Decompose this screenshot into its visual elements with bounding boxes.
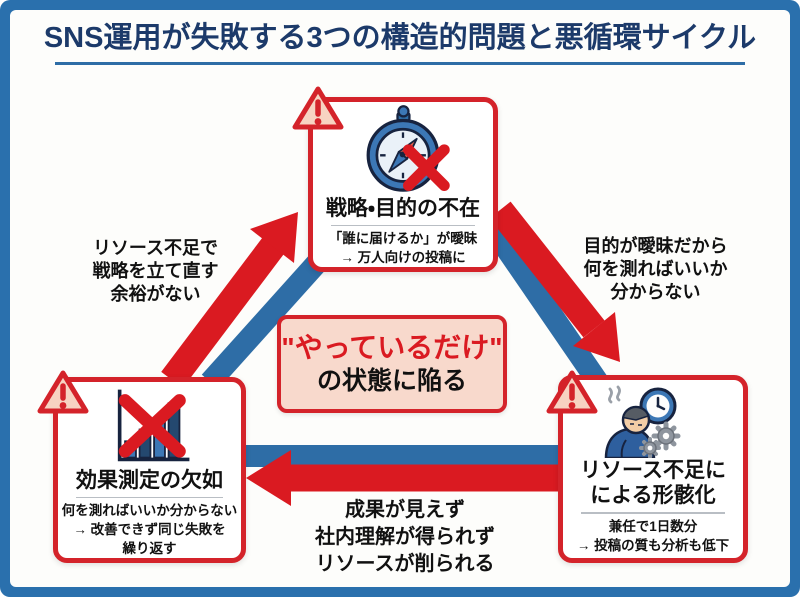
- edge-bottom-line3: リソースが削られる: [315, 553, 495, 575]
- edge-bottom-line1: 成果が見えず: [345, 499, 465, 521]
- edge-left-line3: 余裕がない: [110, 284, 201, 304]
- title-underline: [55, 62, 745, 65]
- node-measurement-sub-2: → 改善できず同じ失敗を: [73, 522, 226, 537]
- warning-triangle-icon: [37, 370, 89, 414]
- node-measurement-title: 効果測定の欠如: [76, 468, 223, 492]
- node-strategy-sub-1: 「誰に届けるか」が曖昧: [328, 231, 478, 246]
- edge-right-line2: 何を測ればいいか: [583, 259, 728, 279]
- node-strategy-sub-2: → 万人向けの投稿に: [340, 250, 466, 265]
- warning-triangle-icon: [546, 370, 598, 414]
- edge-label-left: リソース不足で 戦略を立て直す 余裕がない: [48, 237, 263, 306]
- tired-person-clock-gears-icon: [604, 385, 681, 458]
- edge-label-bottom: 成果が見えず 社内理解が得られず リソースが削られる: [275, 497, 535, 578]
- center-result-line1: "やっているだけ": [281, 332, 503, 363]
- bar-chart-crossed-icon: [117, 389, 189, 462]
- divider: [581, 512, 725, 514]
- center-result-line2: の状態に陥る: [316, 367, 467, 395]
- divider: [331, 224, 475, 226]
- center-result-box: "やっているだけ" の状態に陥る: [277, 315, 507, 413]
- divider: [76, 496, 223, 498]
- edge-label-right: 目的が曖昧だから 何を測ればいいか 分からない: [548, 235, 763, 304]
- compass-broken-icon: [366, 105, 450, 192]
- edge-left-line1: リソース不足で: [92, 238, 219, 258]
- node-resource-sub-2: → 投稿の質も分析も低下: [576, 537, 730, 553]
- edge-right-line3: 分からない: [610, 282, 701, 302]
- warning-triangle-icon: [292, 86, 344, 130]
- node-resource-title-1: リソース不足に: [580, 459, 726, 482]
- edge-right-line1: 目的が曖昧だから: [583, 236, 728, 256]
- node-resource-title-2: による形骸化: [590, 484, 716, 507]
- node-measurement-sub-3: 繰り返す: [122, 541, 177, 556]
- node-resource-sub-1: 兼任で1日数分: [608, 518, 698, 534]
- edge-left-line2: 戦略を立て直す: [92, 261, 219, 281]
- node-measurement-sub-1: 何を測ればいいか分からない: [61, 503, 238, 518]
- page-title: SNS運用が失敗する3つの構造的問題と悪循環サイクル: [43, 22, 757, 54]
- edge-bottom-line2: 社内理解が得られず: [315, 526, 495, 548]
- node-strategy-title: 戦略・目的の不在: [325, 196, 481, 220]
